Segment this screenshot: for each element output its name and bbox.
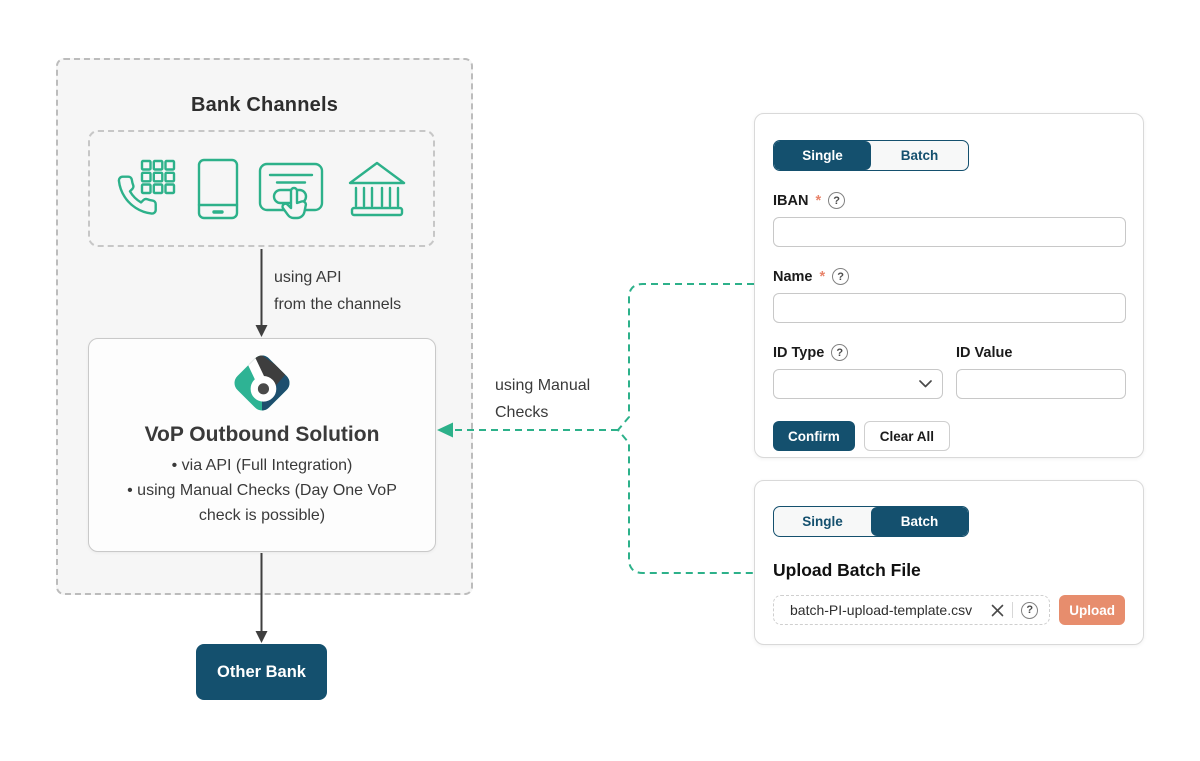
other-bank-node[interactable]: Other Bank [196,644,327,700]
batch-upload-panel: Single Batch Upload Batch File batch-PI-… [754,480,1144,645]
tab-single[interactable]: Single [774,141,871,170]
file-dropzone[interactable]: batch-PI-upload-template.csv ? [773,595,1051,625]
vop-bullet: via API (Full Integration) [112,454,412,479]
id-value-label: ID Value [956,344,1013,361]
iban-label-row: IBAN * ? [773,192,1125,209]
close-icon[interactable] [991,604,1004,617]
vop-bullet-list: via API (Full Integration) using Manual … [89,454,435,528]
id-type-select[interactable] [773,369,943,399]
id-type-label-row: ID Type ? [773,344,943,361]
clear-all-button[interactable]: Clear All [863,421,951,451]
manual-checks-connector [437,283,754,574]
using-manual-checks-label: using Manual Checks [495,377,591,421]
tab-single[interactable]: Single [802,514,843,529]
online-banking-click-icon [259,162,324,219]
confirm-button[interactable]: Confirm [773,421,855,451]
id-type-label: ID Type [773,344,825,361]
id-value-input[interactable] [956,369,1126,399]
upload-batch-file-heading: Upload Batch File [773,560,921,580]
bank-channels-title: Bank Channels [190,94,339,116]
help-icon[interactable]: ? [828,192,846,209]
help-icon[interactable]: ? [1021,601,1039,619]
phone-keypad-icon [117,159,175,215]
divider [1012,602,1014,618]
name-input[interactable] [773,293,1126,323]
vop-title: VoP Outbound Solution [144,423,380,446]
batch-panel-tabs: Single Batch [773,506,969,537]
vop-logo-icon [231,351,294,415]
name-label: Name [773,268,813,285]
required-marker: * [815,192,822,209]
id-value-label-row: ID Value [956,344,1126,361]
iban-label: IBAN [773,192,809,209]
tab-batch[interactable]: Batch [871,507,968,536]
vop-outbound-box: VoP Outbound Solution via API (Full Inte… [88,338,436,552]
channel-icons-box [88,130,435,247]
chevron-down-icon [919,380,932,388]
help-icon[interactable]: ? [831,344,849,361]
name-label-row: Name * ? [773,268,1125,285]
single-panel-tabs: Single Batch [773,140,969,171]
using-api-label: using API from the channels [274,269,402,313]
file-name: batch-PI-upload-template.csv [790,602,973,618]
tab-batch[interactable]: Batch [900,148,939,163]
required-marker: * [819,268,826,285]
iban-input[interactable] [773,217,1126,247]
smartphone-icon [197,158,238,219]
bank-building-icon [348,161,406,216]
single-verification-panel: Single Batch IBAN * ? Name * ? ID Type ? [754,113,1144,458]
upload-button[interactable]: Upload [1059,595,1125,625]
help-icon[interactable]: ? [832,268,850,285]
vop-bullet: using Manual Checks (Day One VoP check i… [112,479,412,529]
